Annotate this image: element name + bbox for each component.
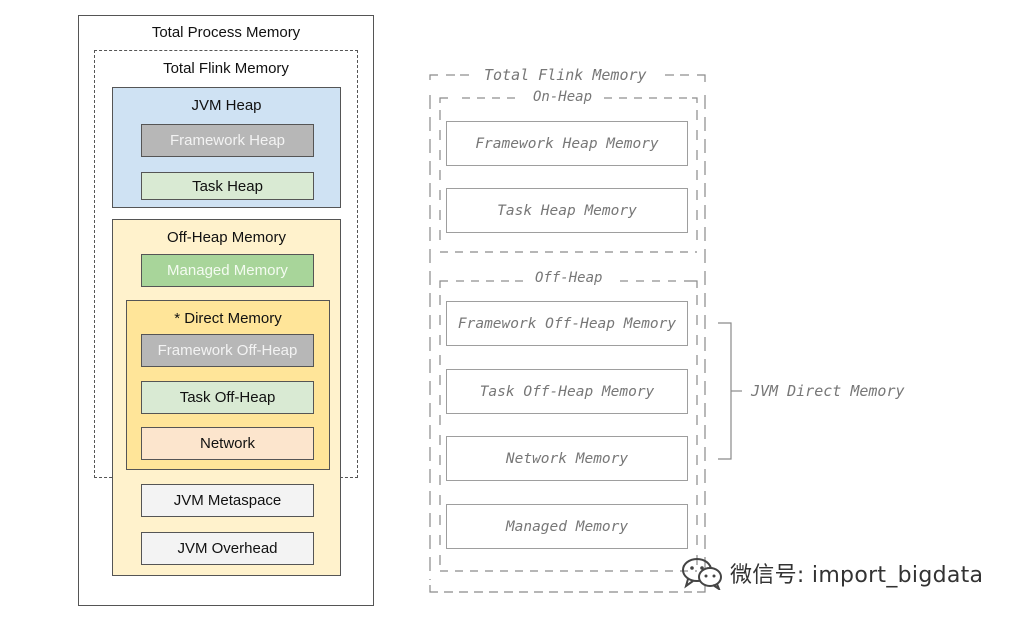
jvm-overhead-block: JVM Overhead — [141, 532, 314, 565]
framework-off-heap-memory-box: Framework Off-Heap Memory — [446, 301, 688, 346]
network-memory-box: Network Memory — [446, 436, 688, 481]
framework-off-heap-memory-label: Framework Off-Heap Memory — [457, 315, 677, 332]
task-off-heap-memory-label: Task Off-Heap Memory — [479, 383, 655, 400]
task-off-heap-memory-box: Task Off-Heap Memory — [446, 369, 688, 414]
managed-memory-box: Managed Memory — [446, 504, 688, 549]
off-heap-memory-label: Off-Heap Memory — [167, 229, 286, 246]
off-heap-label: Off-Heap — [535, 270, 603, 286]
jvm-metaspace-block: JVM Metaspace — [141, 484, 314, 517]
task-heap-memory-box: Task Heap Memory — [446, 188, 688, 233]
network-memory-label: Network Memory — [505, 450, 629, 467]
jvm-direct-memory-label: JVM Direct Memory — [751, 382, 905, 400]
watermark-text: 微信号: import_bigdata — [730, 563, 984, 588]
task-heap-memory-label: Task Heap Memory — [497, 202, 637, 219]
framework-heap-memory-label: Framework Heap Memory — [475, 135, 659, 152]
task-off-heap-block: Task Off-Heap — [141, 381, 314, 414]
total-flink-memory-label: Total Flink Memory — [163, 60, 289, 77]
right-total-flink-memory-label: Total Flink Memory — [484, 66, 647, 84]
framework-heap-memory-box: Framework Heap Memory — [446, 121, 688, 166]
total-process-memory-label: Total Process Memory — [151, 24, 301, 41]
managed-memory-label: Managed Memory — [505, 518, 629, 535]
framework-off-heap-block: Framework Off-Heap — [141, 334, 314, 367]
wechat-icon — [682, 558, 722, 590]
watermark: 微信号: import_bigdata — [680, 556, 983, 590]
on-heap-label: On-Heap — [533, 89, 593, 105]
direct-memory-label: * Direct Memory — [174, 310, 282, 327]
task-heap-block: Task Heap — [141, 172, 314, 200]
framework-heap-block: Framework Heap — [141, 124, 314, 157]
network-block: Network — [141, 427, 314, 460]
jvm-heap-label: JVM Heap — [191, 97, 262, 114]
managed-memory-block: Managed Memory — [141, 254, 314, 287]
